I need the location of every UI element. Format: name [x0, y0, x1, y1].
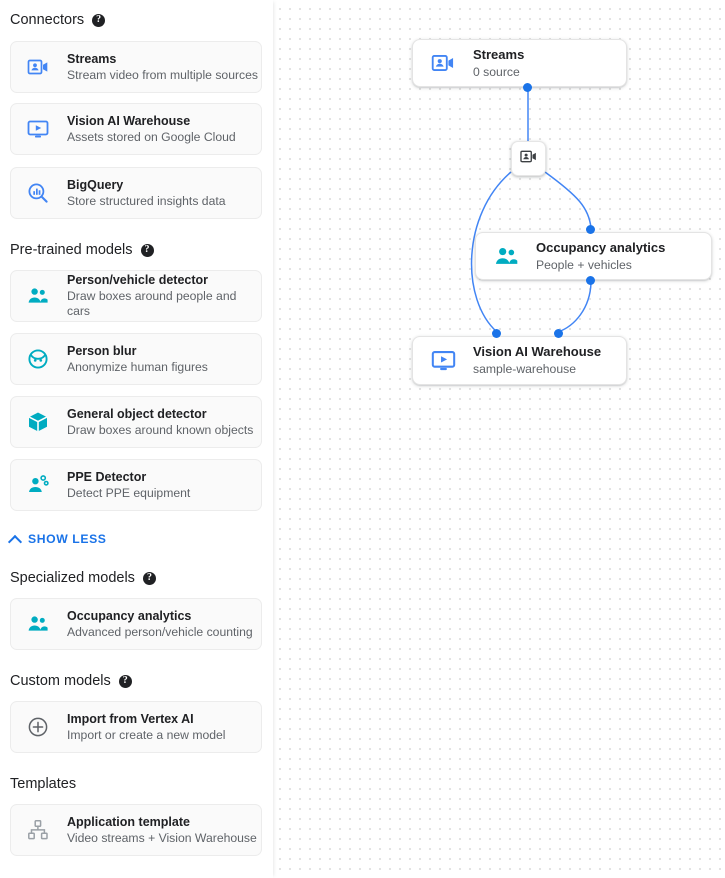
video-camera-person-icon: [519, 147, 538, 171]
help-icon[interactable]: ?: [92, 13, 106, 27]
port-streams-output[interactable]: [523, 83, 532, 92]
edge-chip-to-warehouse: [470, 171, 512, 333]
card-subtitle: Draw boxes around people and cars: [67, 289, 237, 318]
card-title: General object detector: [67, 406, 207, 421]
card-subtitle: Store structured insights data: [67, 193, 226, 208]
help-icon[interactable]: ?: [118, 674, 132, 688]
model-card-person-vehicle-detector[interactable]: Person/vehicle detector Draw boxes aroun…: [10, 270, 262, 322]
card-subtitle: Anonymize human figures: [67, 359, 208, 374]
plus-circle-icon: [25, 714, 51, 740]
graph-node-vision-ai-warehouse[interactable]: Vision AI Warehouse sample-warehouse: [412, 336, 627, 385]
port-warehouse-input-left[interactable]: [492, 329, 501, 338]
section-title: Pre-trained models: [10, 242, 133, 258]
model-card-import-from-vertex-ai[interactable]: Import from Vertex AI Import or create a…: [10, 701, 262, 753]
model-card-occupancy-analytics[interactable]: Occupancy analytics Advanced person/vehi…: [10, 598, 262, 650]
card-subtitle: Stream video from multiple sources: [67, 67, 259, 82]
card-title: Streams: [67, 51, 117, 66]
card-title: Import from Vertex AI: [67, 711, 194, 726]
card-title: PPE Detector: [67, 469, 147, 484]
card-subtitle: Advanced person/vehicle counting: [67, 624, 253, 639]
card-subtitle: Assets stored on Google Cloud: [67, 129, 236, 144]
connector-card-streams[interactable]: Streams Stream video from multiple sourc…: [10, 41, 262, 93]
cube-box-icon: [25, 409, 51, 435]
bigquery-search-icon: [25, 180, 51, 206]
node-subtitle: 0 source: [473, 64, 520, 79]
node-subtitle: sample-warehouse: [473, 362, 576, 376]
card-subtitle: Video streams + Vision Warehouse: [67, 830, 257, 845]
card-subtitle: Detect PPE equipment: [67, 485, 191, 500]
card-title: Person/vehicle detector: [67, 273, 209, 287]
card-title: BigQuery: [67, 177, 124, 192]
video-camera-person-icon: [25, 54, 51, 80]
edge-chip-to-occupancy: [544, 171, 592, 229]
chevron-up-icon: [10, 534, 21, 545]
help-icon[interactable]: ?: [142, 571, 156, 585]
people-group-icon: [25, 611, 51, 637]
graph-edges: [470, 89, 592, 333]
show-less-label: SHOW LESS: [28, 532, 107, 546]
node-title: Occupancy analytics: [536, 239, 666, 255]
face-circle-icon: [25, 346, 51, 372]
node-subtitle: People + vehicles: [536, 257, 632, 272]
section-title: Connectors: [10, 12, 85, 28]
section-title: Specialized models: [10, 570, 135, 586]
help-icon[interactable]: ?: [140, 243, 154, 257]
card-subtitle: Import or create a new model: [67, 727, 226, 742]
component-sidebar: Connectors ? Streams Stream video from m…: [0, 0, 273, 878]
people-group-icon: [25, 283, 51, 309]
port-occupancy-input[interactable]: [586, 225, 595, 234]
port-warehouse-input-right[interactable]: [554, 329, 563, 338]
section-header-pretrained-models: Pre-trained models ?: [0, 243, 154, 258]
node-title: Streams: [473, 46, 525, 62]
model-card-general-object-detector[interactable]: General object detector Draw boxes aroun…: [10, 396, 262, 448]
card-title: Application template: [67, 814, 190, 829]
hierarchy-tree-icon: [25, 817, 51, 843]
graph-node-stream-chip[interactable]: [511, 141, 546, 176]
section-header-templates: Templates: [0, 777, 76, 792]
card-title: Vision AI Warehouse: [67, 113, 191, 128]
ppe-person-icon: [25, 472, 51, 498]
section-header-custom-models: Custom models ?: [0, 674, 132, 689]
section-header-connectors: Connectors ?: [0, 12, 106, 28]
monitor-play-icon: [25, 116, 51, 142]
video-camera-person-icon: [429, 49, 457, 77]
card-subtitle: Draw boxes around known objects: [67, 422, 254, 437]
card-title: Person blur: [67, 343, 137, 358]
connector-card-vision-ai-warehouse[interactable]: Vision AI Warehouse Assets stored on Goo…: [10, 103, 262, 155]
show-less-button[interactable]: SHOW LESS: [10, 532, 107, 546]
model-card-ppe-detector[interactable]: PPE Detector Detect PPE equipment: [10, 459, 262, 511]
template-card-application-template[interactable]: Application template Video streams + Vis…: [10, 804, 262, 856]
connector-card-bigquery[interactable]: BigQuery Store structured insights data: [10, 167, 262, 219]
graph-node-occupancy-analytics[interactable]: Occupancy analytics People + vehicles: [475, 232, 712, 280]
node-title: Vision AI Warehouse: [473, 344, 602, 359]
model-card-person-blur[interactable]: Person blur Anonymize human figures: [10, 333, 262, 385]
port-occupancy-output[interactable]: [586, 276, 595, 285]
edge-occupancy-to-warehouse: [557, 282, 592, 333]
people-group-icon: [492, 242, 520, 270]
monitor-play-icon: [429, 347, 457, 375]
section-title: Custom models: [10, 673, 111, 689]
section-title: Templates: [10, 776, 77, 792]
section-header-specialized-models: Specialized models ?: [0, 571, 156, 586]
graph-node-streams[interactable]: Streams 0 source: [412, 39, 627, 87]
component-graph-canvas[interactable]: Streams 0 source Occupancy analytics Peo…: [273, 0, 725, 878]
card-title: Occupancy analytics: [67, 608, 192, 623]
